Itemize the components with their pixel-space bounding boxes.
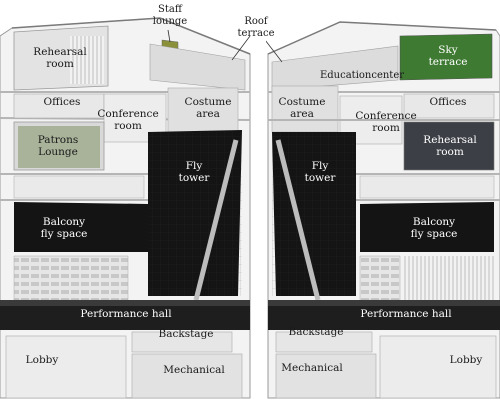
left-balcony-label-1: Balcony	[42, 216, 86, 228]
right-rehearsal-label-2: room	[436, 146, 464, 158]
left-balcony-fly-space	[14, 202, 148, 252]
left-offices-label: Offices	[43, 96, 81, 108]
right-costume-label-1: Costume	[278, 96, 326, 108]
right-stair	[359, 255, 401, 301]
right-slats	[404, 256, 494, 300]
left-strut	[193, 139, 239, 301]
right-backstage	[275, 331, 373, 353]
left-conference-label-1: Conference	[97, 108, 159, 120]
left-lobby-label: Lobby	[25, 354, 59, 366]
patrons-lounge-wall	[18, 126, 100, 168]
right-building	[261, 21, 500, 399]
left-backstage	[131, 331, 233, 353]
sky-terrace-wall	[399, 33, 493, 81]
staff-pointer	[167, 29, 171, 43]
left-building	[0, 17, 251, 399]
right-performance-label: Performance hall	[360, 308, 452, 320]
education-center-label: Educationcenter	[319, 70, 405, 81]
left-rehearsal-label-1: Rehearsal	[33, 46, 87, 58]
left-seating	[13, 255, 129, 301]
right-balcony-label-2: fly space	[410, 228, 458, 240]
right-performance-floor	[268, 300, 500, 330]
left-fly-tower-label-2: tower	[178, 172, 210, 184]
right-balcony-fly-space	[360, 202, 494, 252]
left-costume	[167, 87, 239, 133]
staff-lounge-label-line2: lounge	[152, 16, 188, 27]
roof-terrace-label-line2: terrace	[237, 28, 275, 39]
right-costume	[271, 85, 339, 133]
left-costume-label-2: area	[196, 108, 220, 120]
right-balcony-label-1: Balcony	[412, 216, 456, 228]
patrons-lounge-label-1: Patrons	[37, 134, 79, 146]
left-conference-label-2: room	[114, 120, 142, 132]
left-roof-terrace-area	[149, 43, 246, 91]
right-lobby	[379, 335, 497, 399]
right-rehearsal-room	[403, 121, 495, 171]
left-rehearsal-slats	[70, 36, 104, 84]
right-conference-label-1: Conference	[355, 110, 417, 122]
left-lobby	[5, 335, 127, 399]
left-roof-edge	[11, 17, 251, 55]
center-gap	[252, 0, 266, 400]
roof-terrace-left-pointer	[231, 35, 251, 61]
left-backstage-label: Backstage	[158, 328, 214, 340]
right-costume-label-2: area	[290, 108, 314, 120]
right-offices	[403, 93, 495, 119]
left-rehearsal-label-2: room	[46, 58, 74, 70]
right-rehearsal-label-1: Rehearsal	[423, 134, 477, 146]
right-mechanical-label: Mechanical	[281, 362, 343, 374]
right-roof-terrace	[271, 45, 399, 91]
right-fly-tower-label-1: Fly	[311, 160, 329, 172]
left-balcony-label-2: fly space	[40, 228, 88, 240]
left-offices	[13, 93, 105, 119]
right-fly-tower-label-2: tower	[304, 172, 336, 184]
right-roof-edge	[267, 21, 497, 55]
patrons-lounge-label-2: Lounge	[38, 146, 78, 158]
left-fly-tower-label-1: Fly	[185, 160, 203, 172]
left-performance-floor	[0, 300, 250, 330]
left-performance-label: Performance hall	[80, 308, 172, 320]
left-mechanical-label: Mechanical	[163, 364, 225, 376]
right-offices-label: Offices	[429, 96, 467, 108]
right-lobby-label: Lobby	[449, 354, 483, 366]
sky-terrace-label-1: Sky	[438, 44, 458, 56]
left-mechanical	[131, 353, 243, 399]
right-mechanical	[275, 353, 377, 399]
sky-terrace-label-2: terrace	[428, 56, 468, 68]
right-backstage-label: Backstage	[288, 326, 344, 338]
right-strut	[275, 139, 321, 301]
roof-terrace-label-line1: Roof	[244, 16, 268, 27]
left-costume-label-1: Costume	[184, 96, 232, 108]
right-mid-rooms	[359, 175, 495, 199]
right-conference-label-2: room	[372, 122, 400, 134]
staff-lounge-label-line1: Staff	[158, 4, 182, 15]
left-mid-rooms	[13, 175, 145, 199]
